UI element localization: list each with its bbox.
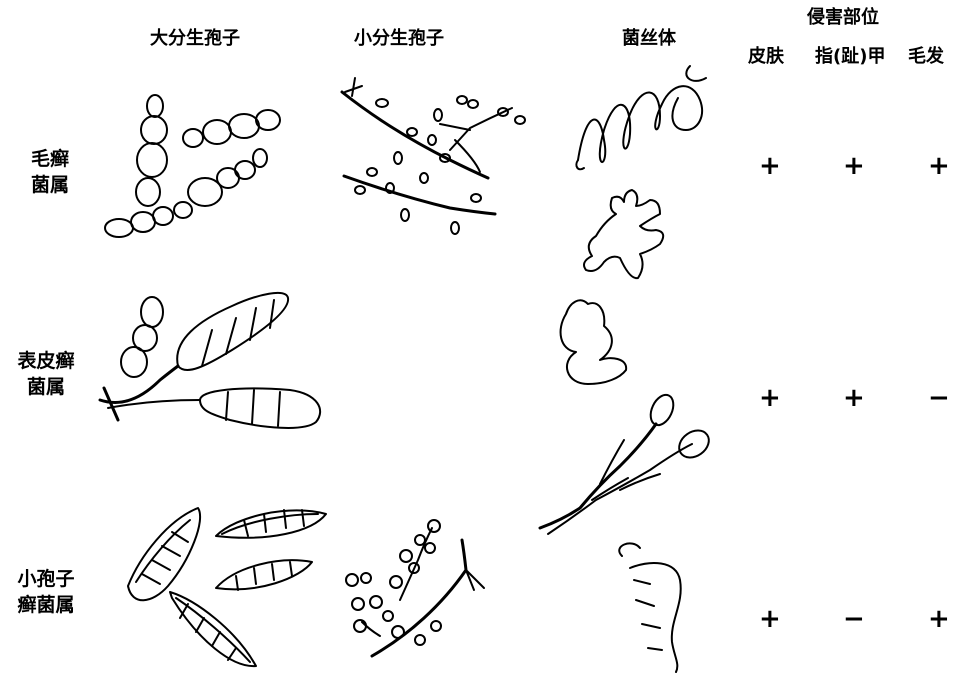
microsporum-microconidia-drawing [346,520,484,656]
microsporum-macroconidia-drawing [128,508,326,666]
trichophyton-hyphae-drawing [576,66,706,169]
antler-hyphae-drawing [561,190,664,384]
club-hyphae-drawing [540,391,714,672]
trichophyton-microconidia-drawing [342,78,525,234]
epidermophyton-macroconidia-drawing [100,293,320,428]
trichophyton-macroconidia-drawing [105,95,280,237]
